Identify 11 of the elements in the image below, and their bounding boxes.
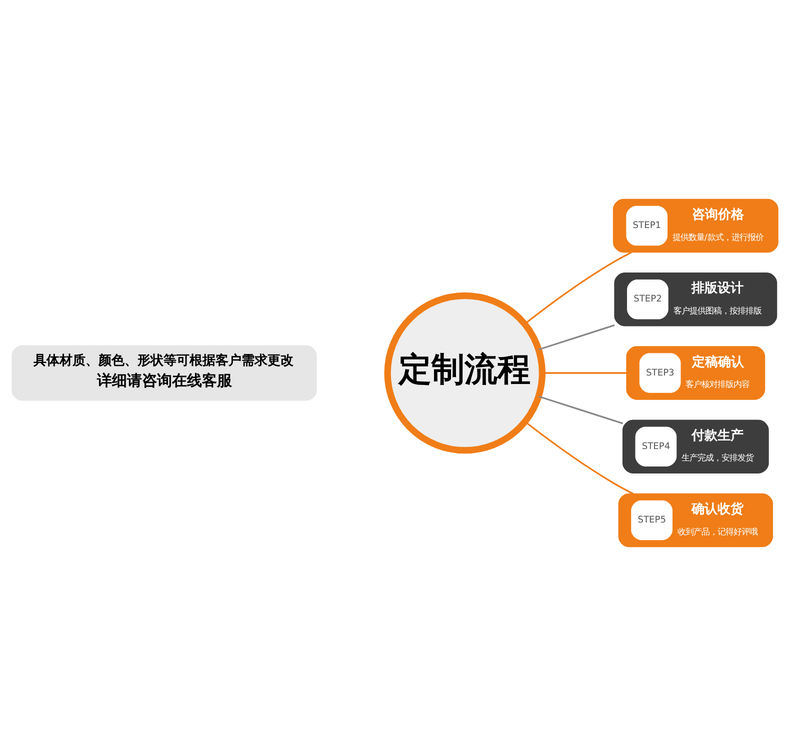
connector	[538, 324, 615, 350]
node-circle: 定制流程	[384, 292, 546, 454]
node-box: STEP3 定稿确认 客户核对排版内容	[626, 346, 766, 400]
connector	[524, 421, 634, 494]
connector	[524, 252, 632, 324]
connector	[538, 396, 624, 424]
node-box: 具体材质、颜色、形状等可根据客户需求更改 详细请咨询在线客服	[12, 345, 317, 401]
node-box: STEP4 付款生产 生产完成，安排发货	[622, 420, 769, 474]
node-box: STEP5 确认收货 收到产品，记得好评哦	[618, 493, 773, 548]
node-box: STEP2 排版设计 客户提供图稿，按排排版	[614, 272, 778, 326]
node-box: STEP1 咨询价格 提供数量/款式，进行报价	[612, 198, 778, 253]
